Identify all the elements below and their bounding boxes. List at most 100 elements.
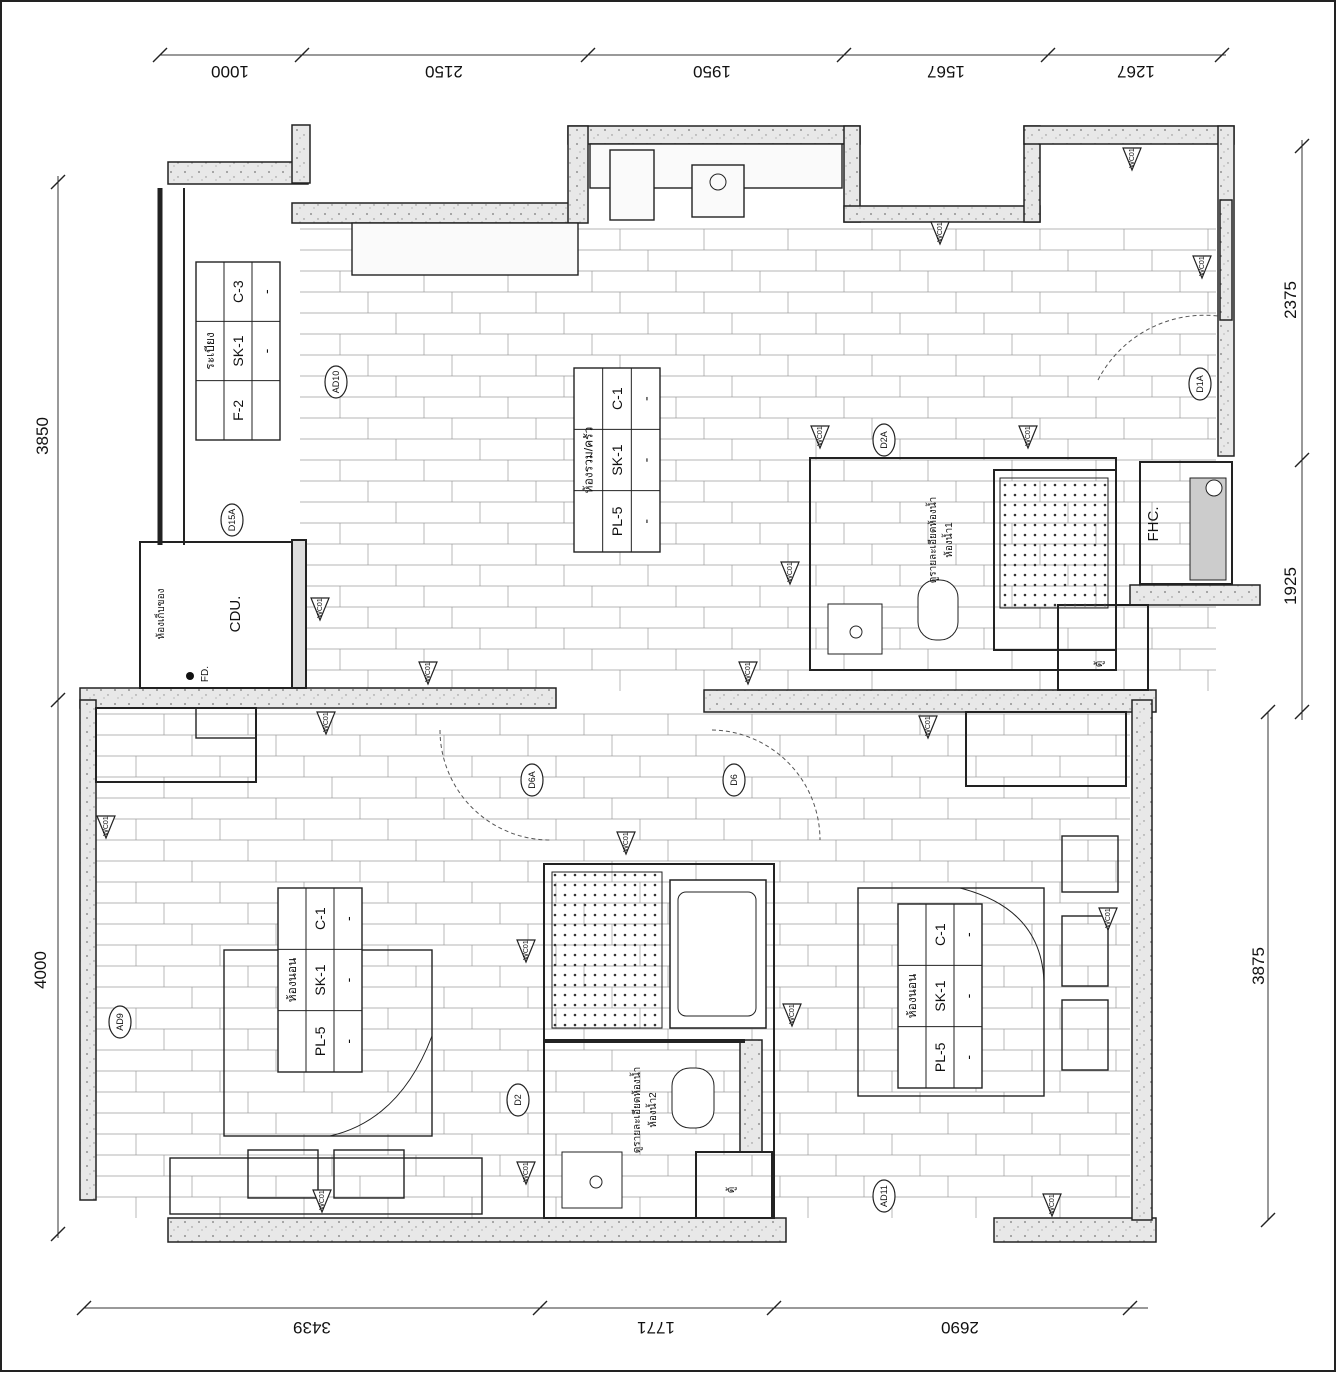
door-tag-circle — [324, 365, 348, 399]
dim-left-2: 4000 — [31, 951, 50, 989]
door-tag-label: D6 — [729, 774, 739, 786]
wc-tag-triangle — [810, 425, 830, 450]
wc-tag-label: WC01 — [623, 832, 630, 852]
wc-tag-triangle — [516, 939, 536, 964]
wc-tag: WC01 — [1192, 255, 1212, 280]
dim-bottom-2: 1771 — [637, 1318, 675, 1337]
room-code-row2: - — [340, 1039, 356, 1044]
room-code-row2: - — [638, 519, 654, 524]
bed-swing-1 — [329, 1035, 433, 1137]
wc-tag: WC01 — [738, 661, 758, 686]
dim-tick — [294, 47, 310, 63]
dim-tick — [580, 47, 596, 63]
room-table-frame — [277, 887, 363, 1073]
room-code-row2: - — [340, 977, 356, 982]
dim-tick — [766, 1300, 782, 1316]
wc-tag-label: WC01 — [425, 662, 432, 682]
room-table-frame — [573, 367, 661, 553]
door-tag-circle — [872, 1179, 896, 1213]
room-code: SK-1 — [230, 335, 246, 366]
wc-tag: WC01 — [312, 1189, 332, 1214]
cdu-label: CDU. — [227, 596, 244, 633]
wc-tag-triangle — [780, 561, 800, 586]
dim-bottom-3: 2690 — [941, 1318, 979, 1337]
door-tag-circle — [520, 763, 544, 797]
door-tag: AD10 — [324, 365, 348, 399]
wc-tag-label: WC01 — [787, 562, 794, 582]
wc-tag: WC01 — [96, 815, 116, 840]
bathtub-inner — [677, 891, 757, 1017]
room-code: PL-5 — [312, 1026, 328, 1056]
room-code-row2: - — [638, 457, 654, 462]
dim-right-1: 2375 — [1281, 281, 1300, 319]
room-code-row2: - — [258, 289, 274, 294]
room-code: C-1 — [312, 907, 328, 930]
room-table-living: ห้องรวม/ครัวPL-5SK-1C-1--- — [573, 367, 661, 553]
dim-right-3: 3875 — [1249, 947, 1268, 985]
wc-tag-triangle — [1042, 1193, 1062, 1218]
wc-tag-label: WC01 — [523, 940, 530, 960]
basin-drain-bottom — [589, 1175, 603, 1189]
dim-tick — [1294, 704, 1310, 720]
wc-tag: WC01 — [1122, 147, 1142, 172]
closet-label-2: ตู้ — [725, 1187, 737, 1194]
dim-tick — [836, 47, 852, 63]
dimensions-left: 3850 4000 — [31, 417, 52, 989]
wc-tag-triangle — [312, 1189, 332, 1214]
dim-tick — [1294, 452, 1310, 468]
wc-tag: WC01 — [1098, 907, 1118, 932]
door-tag-label: D15A — [227, 509, 237, 532]
wc-tag-label: WC01 — [523, 1162, 530, 1182]
door-tag-label: AD10 — [331, 371, 341, 394]
wc-tag: WC01 — [930, 221, 950, 246]
door-tag: D1A — [1188, 367, 1212, 401]
wc-tag-label: WC01 — [925, 716, 932, 736]
dim-right-2: 1925 — [1281, 567, 1300, 605]
room-code: C-3 — [230, 280, 246, 303]
room-code: SK-1 — [609, 444, 625, 475]
wc-tag-label: WC01 — [103, 816, 110, 836]
door-tag-circle — [1188, 367, 1212, 401]
door-tag-circle — [220, 503, 244, 537]
wc-tag: WC01 — [1018, 425, 1038, 450]
room-table-frame — [897, 903, 983, 1089]
door-tag: D2A — [872, 423, 896, 457]
dim-top-3: 1950 — [693, 62, 731, 81]
room-tables: ระเบียงF-2SK-1C-3--ห้องรวม/ครัวPL-5SK-1C… — [195, 261, 983, 1089]
door-tag-label: AD11 — [879, 1185, 889, 1207]
wc-tag-label: WC01 — [1105, 908, 1112, 928]
wc-bottom — [671, 1067, 715, 1129]
dim-top-4: 1567 — [927, 62, 965, 81]
dim-bottom-1: 3439 — [293, 1318, 331, 1337]
wc-tag-label: WC01 — [937, 222, 944, 242]
wc-top — [917, 579, 959, 641]
door-swings — [439, 314, 1219, 841]
basin-drain-top — [849, 625, 863, 639]
room-code-row2: - — [340, 916, 356, 921]
room-code-row2: - — [258, 348, 274, 353]
door-tag-circle — [506, 1083, 530, 1117]
room-code: C-1 — [932, 923, 948, 946]
wc-tag-triangle — [516, 1161, 536, 1186]
dim-tick — [1040, 47, 1056, 63]
room-code: PL-5 — [609, 506, 625, 536]
dim-tick — [76, 1300, 92, 1316]
wc-tag: WC01 — [316, 711, 336, 736]
furniture — [169, 707, 1119, 1215]
wc-tag-triangle — [96, 815, 116, 840]
room-code: SK-1 — [932, 980, 948, 1011]
wc-tag-triangle — [418, 661, 438, 686]
wc-tag-label: WC01 — [1025, 426, 1032, 446]
dim-tick — [50, 1226, 66, 1242]
wc-tag: WC01 — [810, 425, 830, 450]
partitions — [95, 457, 1233, 1219]
closet-label-1: ตู้ — [1093, 661, 1105, 668]
basin-top — [827, 603, 883, 655]
bath-top-label: ดูรายละเอียดห้องน้ำ — [925, 497, 939, 584]
wc-tag-triangle — [782, 1003, 802, 1028]
dimensions-top: 1000 2150 1950 1567 1267 — [211, 62, 1155, 81]
dim-tick — [152, 47, 168, 63]
